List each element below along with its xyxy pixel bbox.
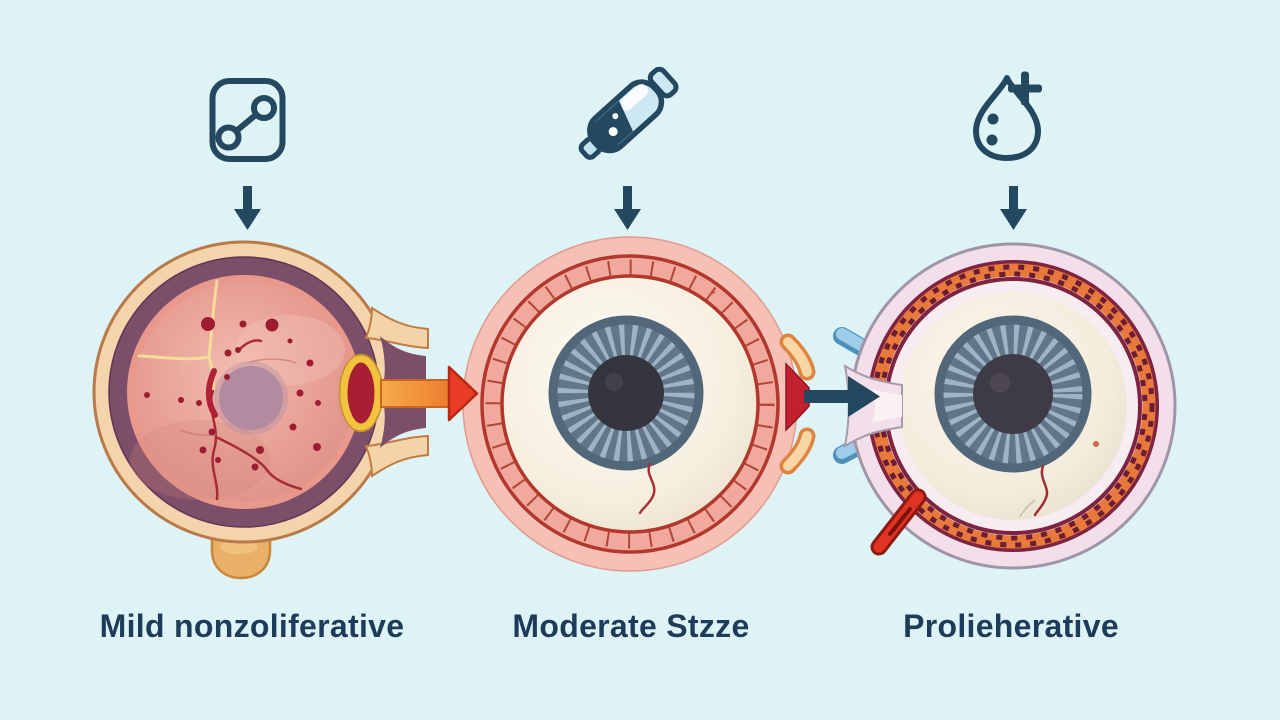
eye-mild-illustration <box>92 240 429 580</box>
down-arrow-3 <box>1000 186 1027 230</box>
down-arrow-2 <box>614 186 641 230</box>
red-probe <box>870 488 927 556</box>
droplet-plus-icon <box>973 71 1042 161</box>
pupil <box>588 355 664 431</box>
progression-arrow-1 <box>380 365 479 422</box>
syringe-icon <box>578 66 679 160</box>
vessel-crescent <box>205 368 218 418</box>
iris <box>934 315 1092 473</box>
iris <box>548 315 704 471</box>
plus-icon <box>1008 71 1042 106</box>
link-nodes-icon <box>209 78 286 162</box>
stage-3-label: Prolieherative <box>903 608 1119 644</box>
hemorrhage-dots <box>144 317 321 471</box>
optic-stem <box>779 333 816 475</box>
stage-1-label: Mild nonzoliferative <box>99 608 405 644</box>
ciliary-tick-ring <box>485 259 775 549</box>
small-vessel <box>638 462 656 515</box>
small-vessel <box>1033 464 1049 517</box>
optic-nerve-stalk <box>364 306 429 478</box>
progression-arrow-2 <box>804 376 880 417</box>
down-arrow-1 <box>234 186 261 230</box>
stage-2-label: Moderate Stzze <box>512 608 750 644</box>
eye-proliferative-illustration <box>833 242 1177 570</box>
pupil <box>973 354 1053 434</box>
eye-moderate-illustration <box>462 236 816 572</box>
